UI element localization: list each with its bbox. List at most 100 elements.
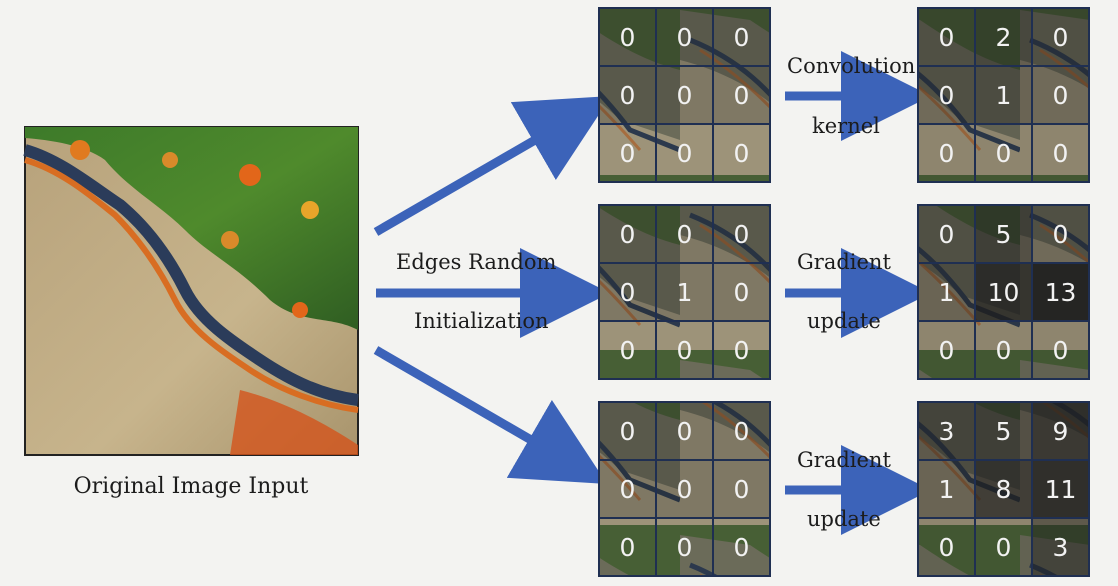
edges-random-label: Edges Random xyxy=(396,250,557,274)
grid-cell-value: 0 xyxy=(620,81,636,110)
grid-cell-value: 0 xyxy=(677,417,693,446)
grid-cell-value: 0 xyxy=(620,336,636,365)
grid-cell-value: 0 xyxy=(620,23,636,52)
grid-cell-value: 0 xyxy=(939,139,955,168)
grid-cell xyxy=(1031,204,1090,264)
grid-cell-value: 0 xyxy=(939,81,955,110)
grid-cell-value: 0 xyxy=(677,220,693,249)
kernel-label: kernel xyxy=(812,114,880,138)
grid-background xyxy=(599,8,770,182)
grid-cell-value: 0 xyxy=(939,23,955,52)
grid-cell-value: 0 xyxy=(734,139,750,168)
grid-cell xyxy=(655,320,714,380)
grid-cell-value: 0 xyxy=(677,139,693,168)
grid-cell xyxy=(712,517,771,577)
grid-cell-value: 0 xyxy=(620,417,636,446)
grid-cell xyxy=(655,459,714,519)
grid-cell-value: 0 xyxy=(734,23,750,52)
grid-cell xyxy=(974,65,1033,125)
grid-cell-value: 2 xyxy=(996,23,1012,52)
grid-cell xyxy=(712,7,771,67)
grid-cell-value: 0 xyxy=(734,278,750,307)
grid-cell-value: 13 xyxy=(1045,278,1077,307)
grid-cell xyxy=(1031,459,1090,519)
grid-cell-value: 0 xyxy=(677,23,693,52)
grid-cell-value: 0 xyxy=(1053,220,1069,249)
grid-cell-value: 0 xyxy=(734,533,750,562)
grid-cell xyxy=(917,517,976,577)
grid-cell xyxy=(712,123,771,183)
grid-cell-value: 0 xyxy=(677,336,693,365)
grid-cell xyxy=(712,204,771,264)
grid-cell-value: 0 xyxy=(620,220,636,249)
original-image xyxy=(23,126,359,456)
grid-cell xyxy=(598,459,657,519)
grid-cell-value: 3 xyxy=(939,417,955,446)
grid-cell-value: 1 xyxy=(677,278,693,307)
grid-cell xyxy=(598,517,657,577)
grid-cell-value: 11 xyxy=(1045,475,1077,504)
grid-cell-value: 0 xyxy=(996,533,1012,562)
grid-cell xyxy=(1031,65,1090,125)
arrow-to-top-grid xyxy=(373,95,612,236)
grid-cell-value: 0 xyxy=(996,139,1012,168)
arrow-to-bottom-grid xyxy=(373,346,608,485)
grid-background xyxy=(599,205,770,379)
grid-cell-value: 0 xyxy=(620,139,636,168)
grid-cell-value: 0 xyxy=(677,81,693,110)
grid-cell-value: 0 xyxy=(1053,23,1069,52)
grid-cell-value: 0 xyxy=(620,533,636,562)
grid-cell xyxy=(712,459,771,519)
update-label-1: update xyxy=(807,309,881,333)
grid-cell xyxy=(974,262,1033,322)
grid-cell xyxy=(655,401,714,461)
grid-cell xyxy=(974,7,1033,67)
grid-left-mid: 0 0 0 0 1 0 0 0 0 xyxy=(598,204,771,380)
grid-cell-value: 0 xyxy=(939,336,955,365)
initialization-label: Initialization xyxy=(414,309,549,333)
grid-cell-value: 0 xyxy=(996,336,1012,365)
grid-cell xyxy=(712,401,771,461)
grid-cell xyxy=(974,204,1033,264)
grid-cell-value: 0 xyxy=(620,475,636,504)
grid-cell-value: 1 xyxy=(939,278,955,307)
grid-cell-value: 1 xyxy=(939,475,955,504)
grid-cell-value: 0 xyxy=(677,475,693,504)
gradient-label-2: Gradient xyxy=(797,448,891,472)
grid-cell xyxy=(655,123,714,183)
grid-cell-value: 0 xyxy=(734,336,750,365)
grid-cell-value: 0 xyxy=(620,278,636,307)
grid-cell-value: 1 xyxy=(996,81,1012,110)
grid-cell-value: 5 xyxy=(996,417,1012,446)
grid-cell xyxy=(1031,401,1090,461)
grid-cell-value: 5 xyxy=(996,220,1012,249)
gradient-label-1: Gradient xyxy=(797,250,891,274)
grid-cell-value: 0 xyxy=(734,220,750,249)
grid-cell xyxy=(1031,7,1090,67)
grid-cell xyxy=(598,7,657,67)
grid-cell xyxy=(1031,320,1090,380)
update-label-2: update xyxy=(807,507,881,531)
grid-cell xyxy=(917,123,976,183)
grid-cell xyxy=(1031,262,1090,322)
grid-cell-value: 0 xyxy=(677,533,693,562)
grid-cell xyxy=(917,204,976,264)
grid-cell-value: 0 xyxy=(939,220,955,249)
convolution-label: Convolution xyxy=(787,54,916,78)
grid-cell xyxy=(655,262,714,322)
grid-cell xyxy=(917,459,976,519)
grid-cell xyxy=(598,123,657,183)
grid-cell-value: 0 xyxy=(1053,139,1069,168)
grid-cell-value: 10 xyxy=(988,278,1020,307)
grid-cell xyxy=(712,262,771,322)
grid-cell-value: 3 xyxy=(1053,533,1069,562)
grid-cell xyxy=(712,65,771,125)
grid-cell-value: 0 xyxy=(734,417,750,446)
